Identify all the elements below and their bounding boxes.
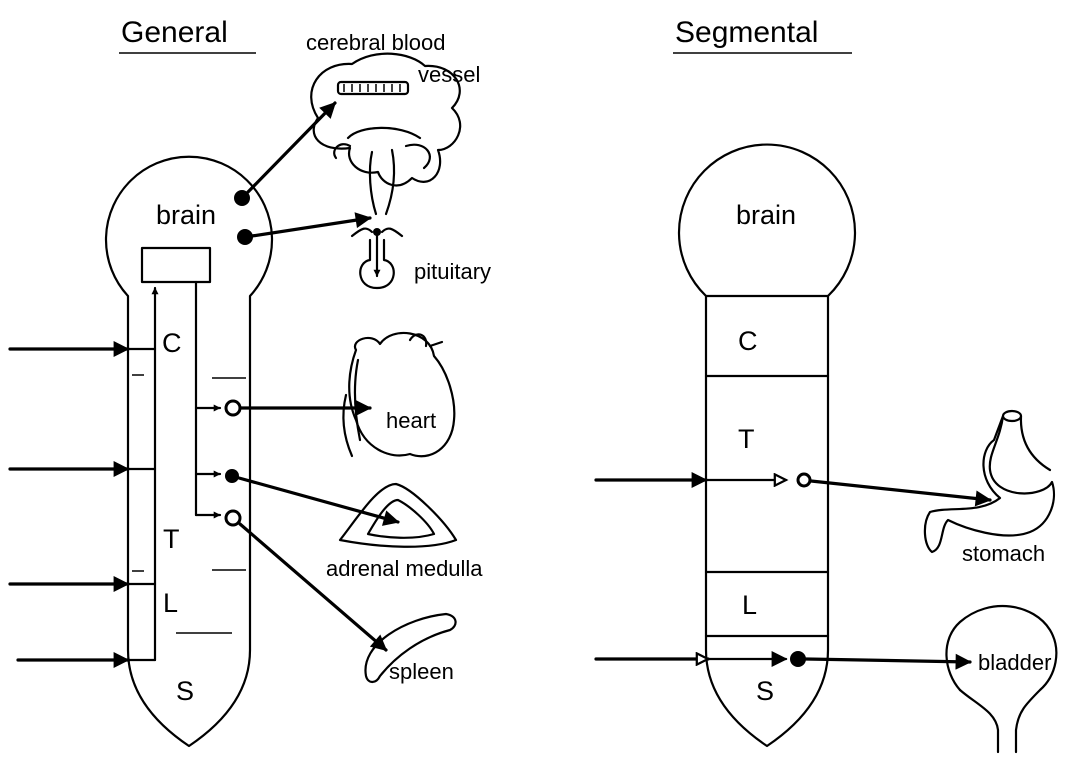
general-ganglion [226,511,240,525]
segmental-region-s: S [756,676,774,706]
label-adrenal-medulla: adrenal medulla [326,556,483,581]
segmental-title: Segmental [675,16,818,49]
pituitary-drawing [352,228,402,288]
general-title: General [121,16,228,49]
general-region-l: L [163,588,178,618]
adrenal-drawing [340,484,456,547]
general-projection-cerebral [248,103,335,192]
general-projection-adrenal [239,478,398,522]
general-brain-nucleus [237,229,253,245]
segmental-projection-bladder [806,659,970,662]
general-region-c: C [162,328,182,358]
label-heart: heart [386,408,436,433]
heart-drawing [343,333,454,456]
segmental-brain-label: brain [736,200,796,230]
segmental-region-t: T [738,424,755,454]
general-ganglion [225,469,239,483]
general-region-t: T [163,524,180,554]
segmental-ganglion [798,474,810,486]
segmental-ganglion [790,651,806,667]
general-brain-label: brain [156,200,216,230]
label-bladder: bladder [978,650,1051,675]
segmental-body-outline [679,145,855,746]
cerebral-vessel-icon [338,82,408,94]
segmental-panel: Segmental brain C T L S stomach [596,16,1056,752]
general-region-s: S [176,676,194,706]
general-brain-box [142,248,210,282]
general-panel: General brain C T L S [10,16,491,746]
stomach-drawing [925,411,1054,552]
segmental-projection-stomach [811,481,990,500]
label-stomach: stomach [962,541,1045,566]
label-cerebral-line1: cerebral blood [306,30,445,55]
label-cerebral-line2: vessel [418,62,480,87]
segmental-region-c: C [738,326,758,356]
general-body-outline [106,157,272,746]
label-spleen: spleen [389,659,454,684]
label-pituitary: pituitary [414,259,491,284]
general-ganglion [226,401,240,415]
segmental-region-l: L [742,590,757,620]
bladder-drawing [946,606,1056,752]
